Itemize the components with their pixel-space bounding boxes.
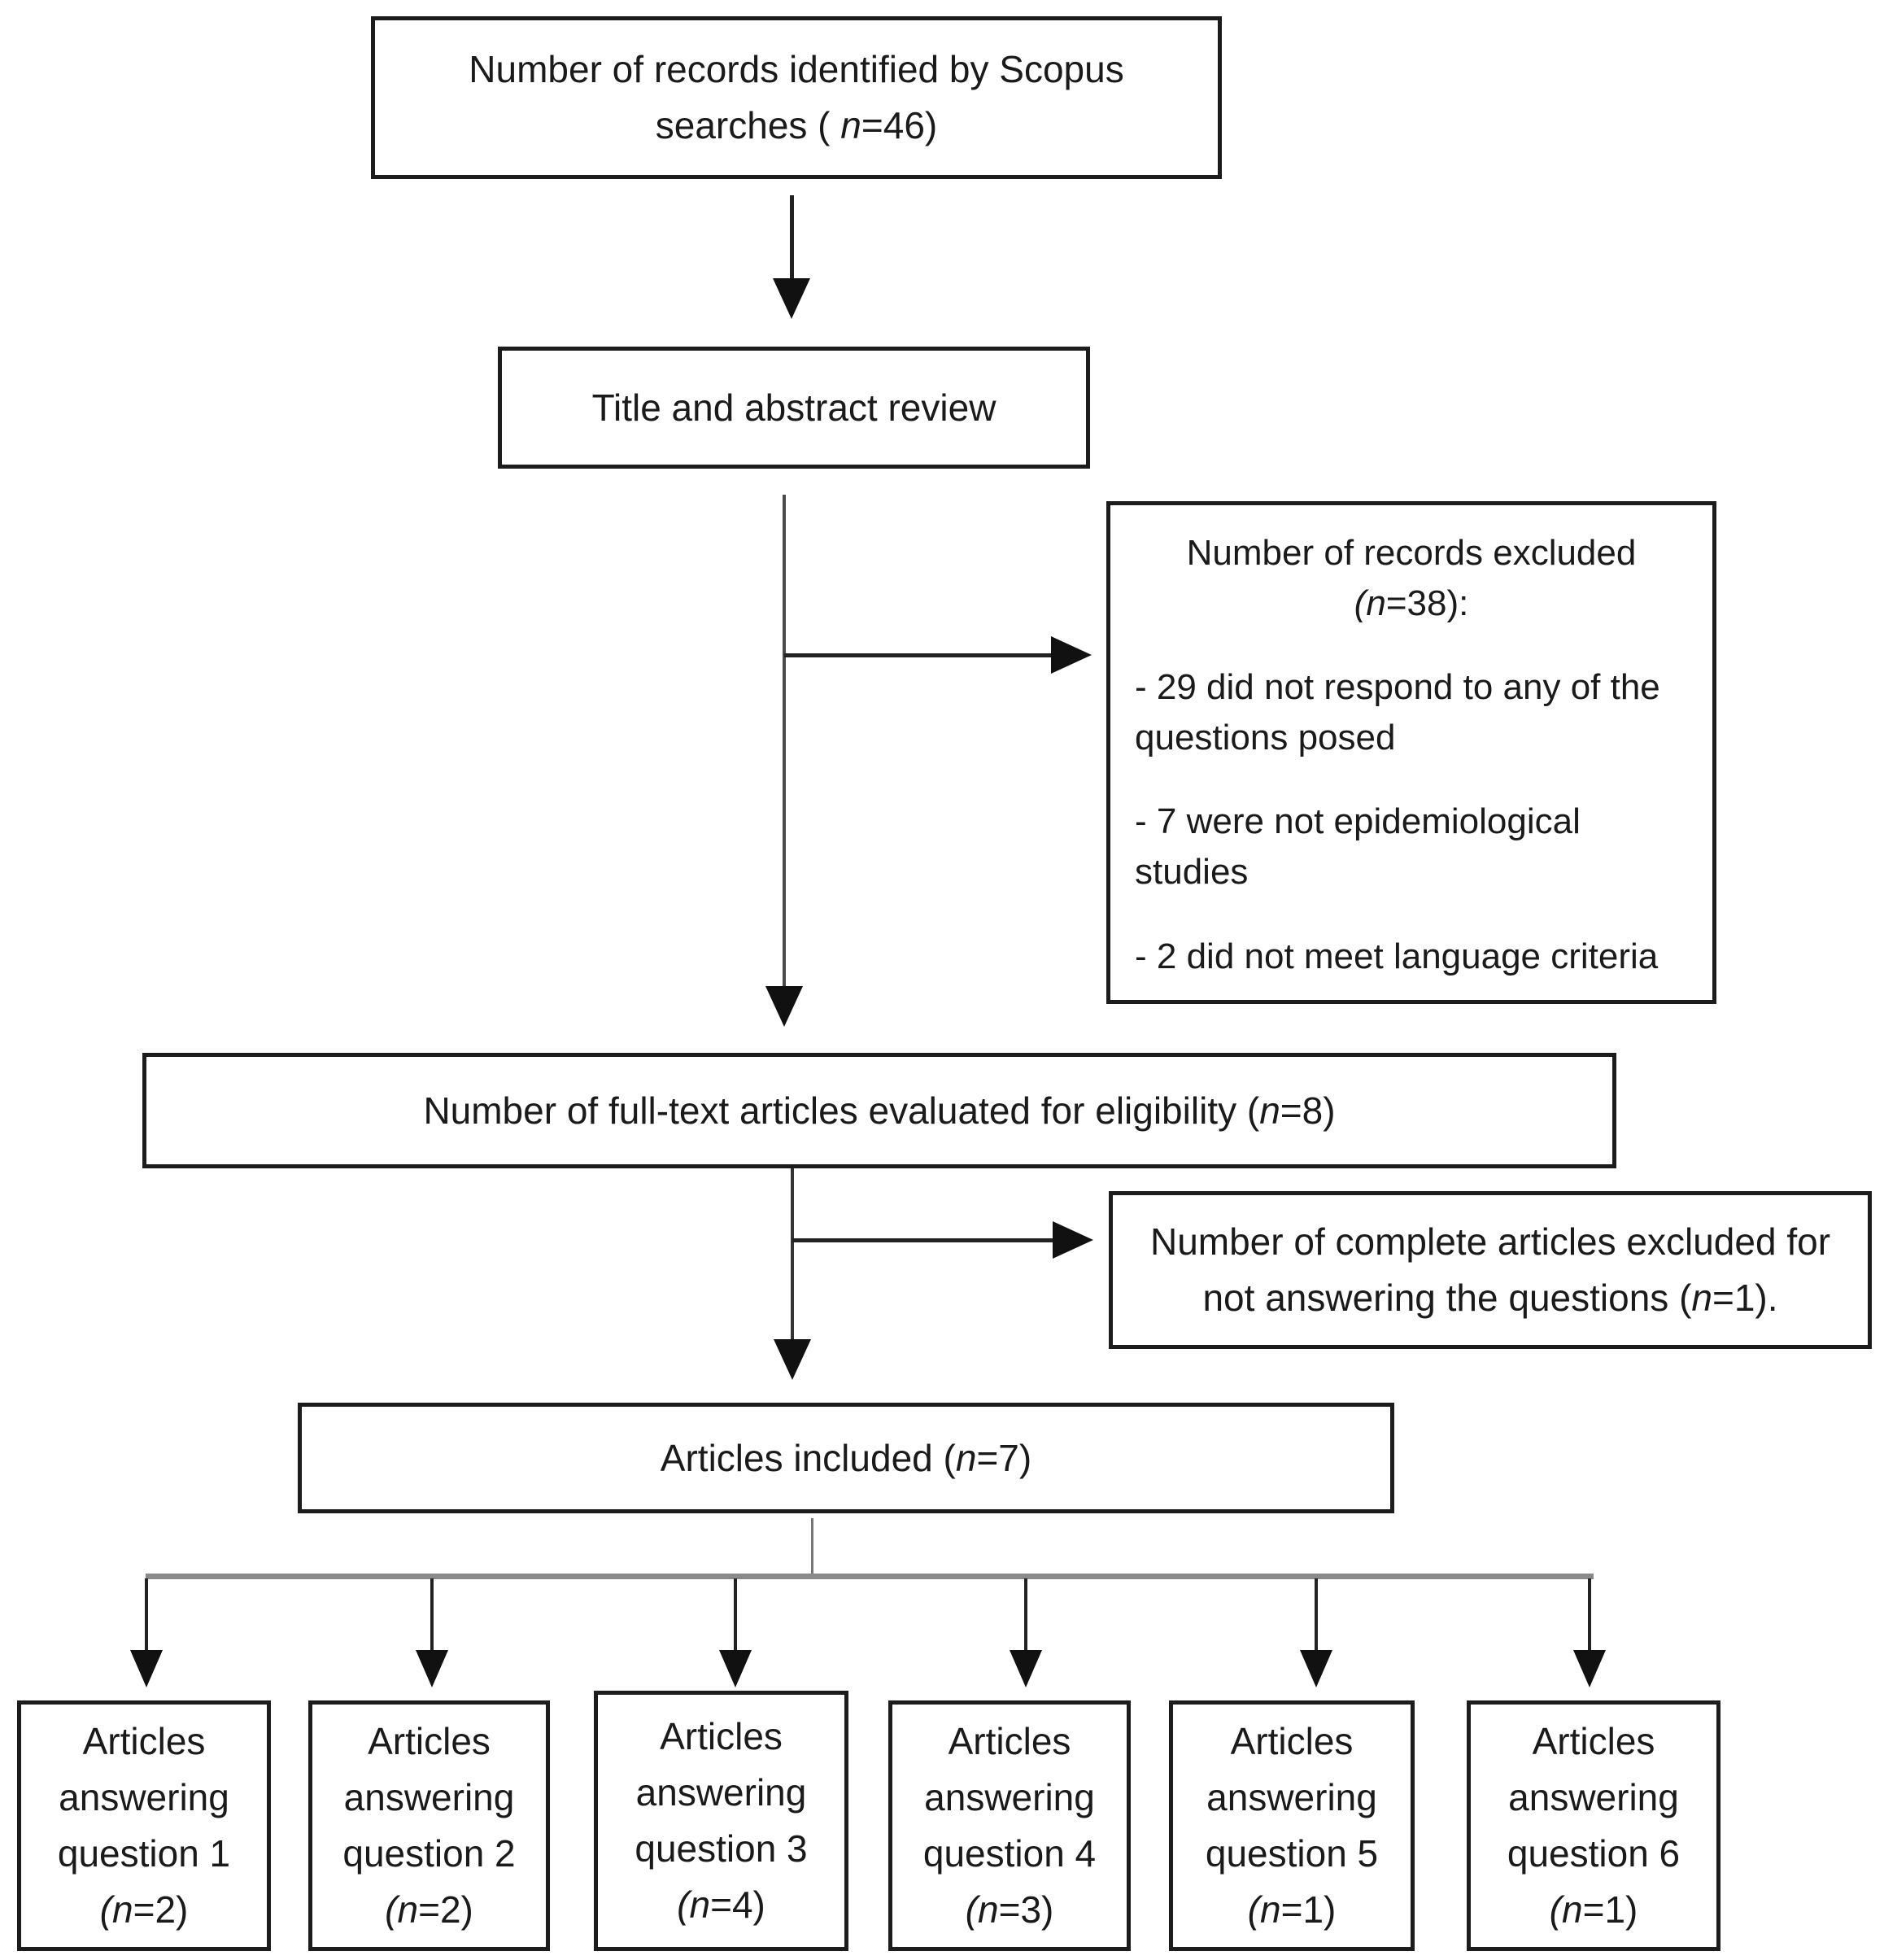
box-text-line: question 3 [635, 1827, 808, 1870]
box-text-line: answering [343, 1776, 515, 1818]
articles-included-box: Articles included (n=7) [298, 1403, 1394, 1513]
box-text-line: Articles [948, 1720, 1071, 1762]
box-text-line: Number of complete articles excluded for [1149, 1220, 1831, 1263]
identified-records-box: Number of records identified by Scopus s… [371, 16, 1222, 179]
box-text-line: question 4 [922, 1832, 1097, 1875]
arrow-to-question-2 [430, 1578, 434, 1652]
complete-excluded-box: Number of complete articles excluded for… [1109, 1191, 1872, 1349]
arrow-to-question-5 [1315, 1578, 1318, 1652]
box-text-line: answering [924, 1776, 1095, 1818]
arrow-to-question-1 [145, 1578, 148, 1652]
box-text-line: searches ( n=46) [655, 104, 938, 146]
box-text-line: (n=2) [99, 1888, 189, 1931]
arrowhead-down-icon [130, 1650, 163, 1687]
box-text-line: answering [1508, 1776, 1679, 1818]
arrowhead-down-icon [1010, 1650, 1042, 1687]
arrowhead-down-icon [416, 1650, 448, 1687]
arrow-to-question-4 [1024, 1578, 1027, 1652]
box-text-line: Number of records excluded [1186, 533, 1637, 573]
box-text-line: answering [635, 1771, 807, 1814]
box-text-line: Articles [1532, 1720, 1655, 1762]
connector-title-to-fulltext [783, 495, 786, 989]
box-text-line: Articles [1230, 1720, 1354, 1762]
box-text-line: (n=38): [1354, 583, 1469, 623]
box-text-line: (n=2) [385, 1888, 473, 1931]
arrowhead-right-icon [1053, 1221, 1093, 1259]
records-excluded-box: Number of records excluded (n=38): - 29 … [1106, 501, 1716, 1004]
box-text-line: Articles included (n=7) [660, 1436, 1032, 1479]
question-6-box: Articles answering question 6 (n=1) [1467, 1700, 1720, 1951]
exclusion-reason: - 29 did not respond to any of the quest… [1135, 667, 1660, 757]
arrowhead-down-icon [1573, 1650, 1606, 1687]
box-text-line: Number of records identified by Scopus [469, 48, 1124, 90]
box-text-line: question 5 [1205, 1832, 1379, 1875]
arrowhead-down-icon [1300, 1650, 1332, 1687]
arrowhead-down-icon [773, 278, 810, 319]
box-text-line: question 1 [57, 1832, 231, 1875]
box-text-line: Title and abstract review [591, 386, 997, 429]
arrowhead-right-icon [1051, 636, 1092, 674]
arrow-to-question-3 [734, 1578, 737, 1652]
box-text-line: question 6 [1507, 1832, 1681, 1875]
box-text-line: Articles [660, 1715, 783, 1757]
fanout-line [146, 1574, 1594, 1579]
box-text-line: answering [1206, 1776, 1377, 1818]
branch-to-records-excluded [784, 653, 1053, 657]
box-text-line: (n=1) [1549, 1888, 1638, 1931]
question-4-box: Articles answering question 4 (n=3) [888, 1700, 1131, 1951]
connector-fulltext-to-included [791, 1168, 794, 1341]
exclusion-reason: - 2 did not meet language criteria [1135, 936, 1659, 976]
box-text-line: (n=4) [677, 1884, 765, 1926]
box-text-line: (n=1) [1247, 1888, 1337, 1931]
title-review-box: Title and abstract review [498, 347, 1090, 469]
question-3-box: Articles answering question 3 (n=4) [594, 1691, 848, 1951]
box-text-line: Articles [82, 1720, 206, 1762]
exclusion-reason: - 7 were not epidemiological studies [1135, 801, 1581, 892]
box-text-line: answering [59, 1776, 229, 1818]
box-text-line: not answering the questions (n=1). [1202, 1277, 1778, 1319]
question-1-box: Articles answering question 1 (n=2) [17, 1700, 271, 1951]
connector-identified-to-title [790, 195, 794, 282]
fulltext-eligibility-box: Number of full-text articles evaluated f… [142, 1053, 1616, 1168]
branch-to-complete-excluded [792, 1238, 1054, 1242]
connector-included-stub [811, 1518, 813, 1577]
arrowhead-down-icon [774, 1339, 811, 1380]
arrow-to-question-6 [1588, 1578, 1591, 1652]
box-text-line: question 2 [342, 1832, 516, 1875]
question-2-box: Articles answering question 2 (n=2) [308, 1700, 550, 1951]
question-5-box: Articles answering question 5 (n=1) [1169, 1700, 1415, 1951]
box-text-line: (n=3) [965, 1888, 1054, 1931]
box-text-line: Number of full-text articles evaluated f… [423, 1089, 1336, 1132]
arrowhead-down-icon [765, 986, 803, 1027]
arrowhead-down-icon [719, 1650, 752, 1687]
box-text-line: Articles [368, 1720, 491, 1762]
